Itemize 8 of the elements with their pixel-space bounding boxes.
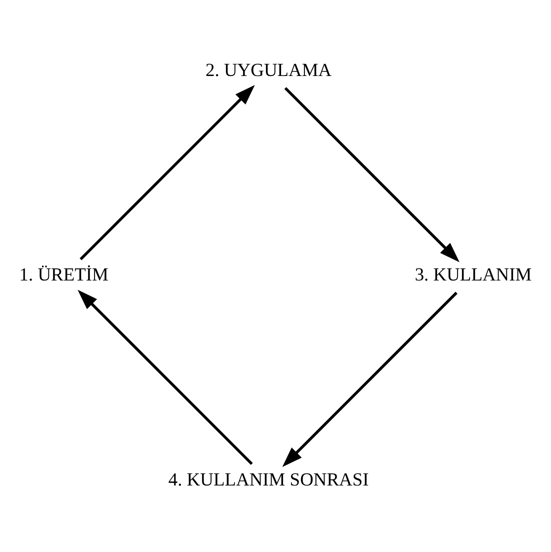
- node-text: 3. KULLANIM: [414, 264, 532, 285]
- node-text: 2. UYGULAMA: [206, 60, 332, 80]
- arrow: [282, 292, 458, 467]
- arrow: [78, 290, 253, 465]
- node-text: 4. KULLANIM SONRASI: [168, 469, 369, 490]
- arrow: [284, 87, 460, 262]
- arrow: [80, 85, 255, 260]
- node-text: 1. ÜRETİM: [19, 264, 108, 285]
